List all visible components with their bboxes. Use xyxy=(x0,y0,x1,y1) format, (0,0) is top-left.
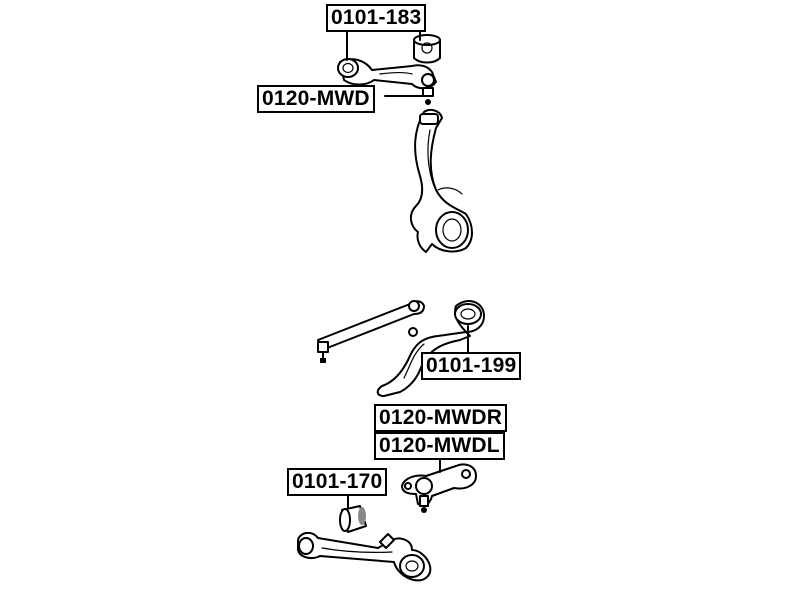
stabilizer-link-drawing xyxy=(317,300,425,363)
label-bushing: 0101-170 xyxy=(287,468,388,496)
lower-ball-joint-drawing xyxy=(401,463,477,513)
label-upper-control-arm: 0101-183 xyxy=(326,4,427,32)
steering-knuckle-drawing xyxy=(410,109,473,253)
bushing-drawing xyxy=(339,505,367,533)
upper-ball-joint-drawing xyxy=(422,87,434,105)
label-ball-joint-right: 0120-MWDR xyxy=(374,404,508,432)
label-upper-ball-joint: 0120-MWD xyxy=(257,85,375,113)
lower-control-arm-drawing xyxy=(376,300,485,397)
label-lower-control-arm: 0101-199 xyxy=(421,352,522,380)
upper-control-arm-drawing xyxy=(337,34,441,90)
lower-arm-bottom-drawing xyxy=(297,532,432,582)
label-ball-joint-left: 0120-MWDL xyxy=(374,432,505,460)
